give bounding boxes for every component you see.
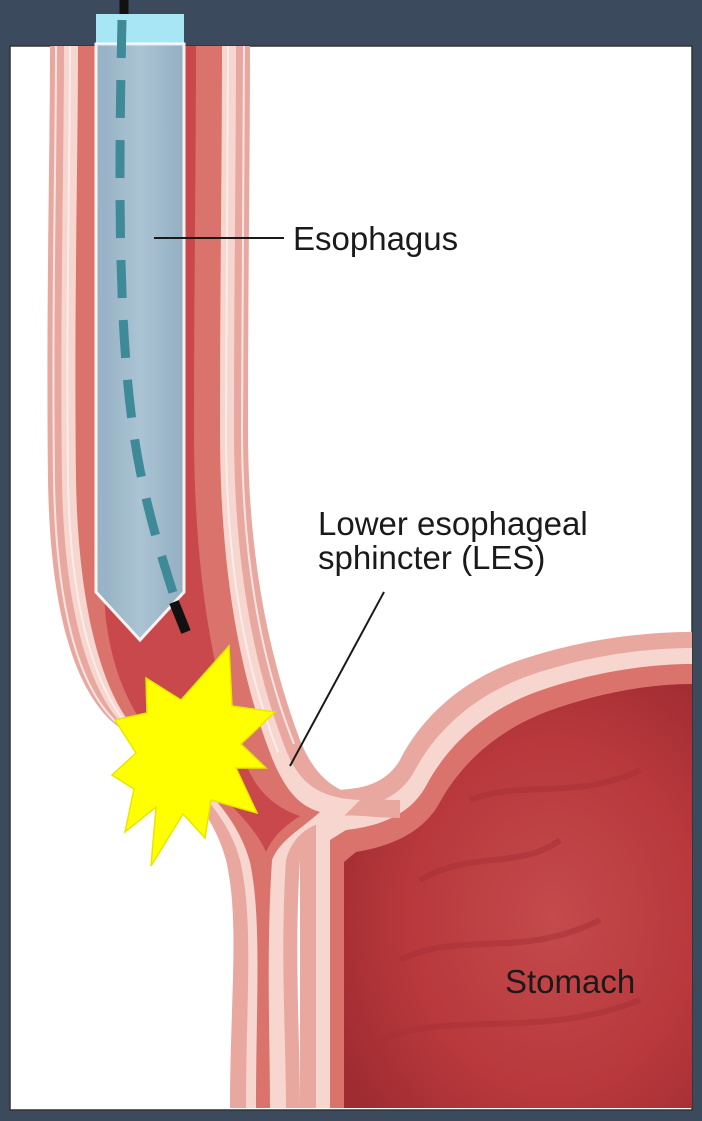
esophagus-label: Esophagus (293, 222, 458, 256)
les-label-line-2: sphincter (LES) (318, 541, 588, 575)
les-label-line-1: Lower esophageal (318, 507, 588, 541)
les-label: Lower esophageal sphincter (LES) (318, 507, 588, 575)
stomach-label: Stomach (505, 965, 635, 999)
endoscope-overlay (96, 14, 184, 640)
